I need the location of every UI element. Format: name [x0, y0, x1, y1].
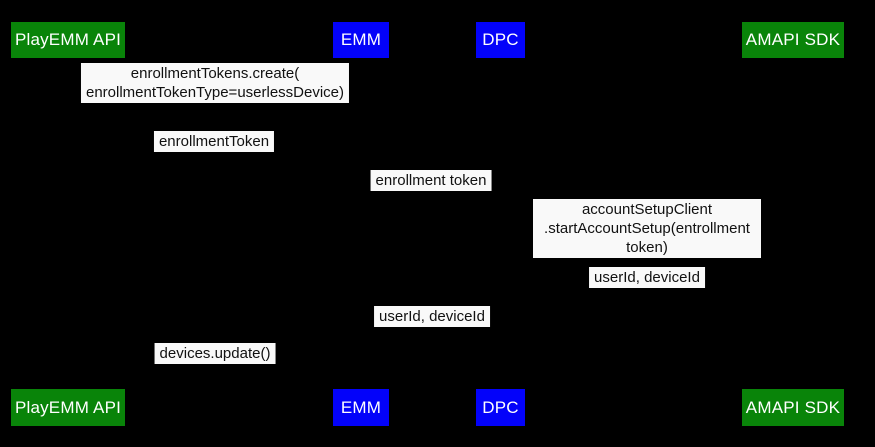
actor-dpc-bottom: DPC — [476, 389, 525, 426]
actor-amapi-sdk-bottom: AMAPI SDK — [742, 389, 844, 426]
actor-emm-bottom: EMM — [333, 389, 389, 426]
message-start-account-setup: accountSetupClient .startAccountSetup(en… — [533, 199, 761, 258]
message-userid-deviceid-1: userId, deviceId — [589, 267, 705, 288]
actor-dpc-top: DPC — [476, 22, 525, 58]
actor-emm-top: EMM — [333, 22, 389, 58]
actor-playemm-api-top: PlayEMM API — [11, 22, 125, 58]
actor-amapi-sdk-top: AMAPI SDK — [742, 22, 844, 58]
message-enrollment-token-return: enrollmentToken — [153, 131, 275, 152]
message-enrollment-tokens-create: enrollmentTokens.create( enrollmentToken… — [80, 63, 350, 103]
message-userid-deviceid-2: userId, deviceId — [374, 306, 490, 327]
actor-playemm-api-bottom: PlayEMM API — [11, 389, 125, 426]
message-devices-update: devices.update() — [154, 343, 276, 364]
message-enrollment-token: enrollment token — [370, 170, 492, 191]
